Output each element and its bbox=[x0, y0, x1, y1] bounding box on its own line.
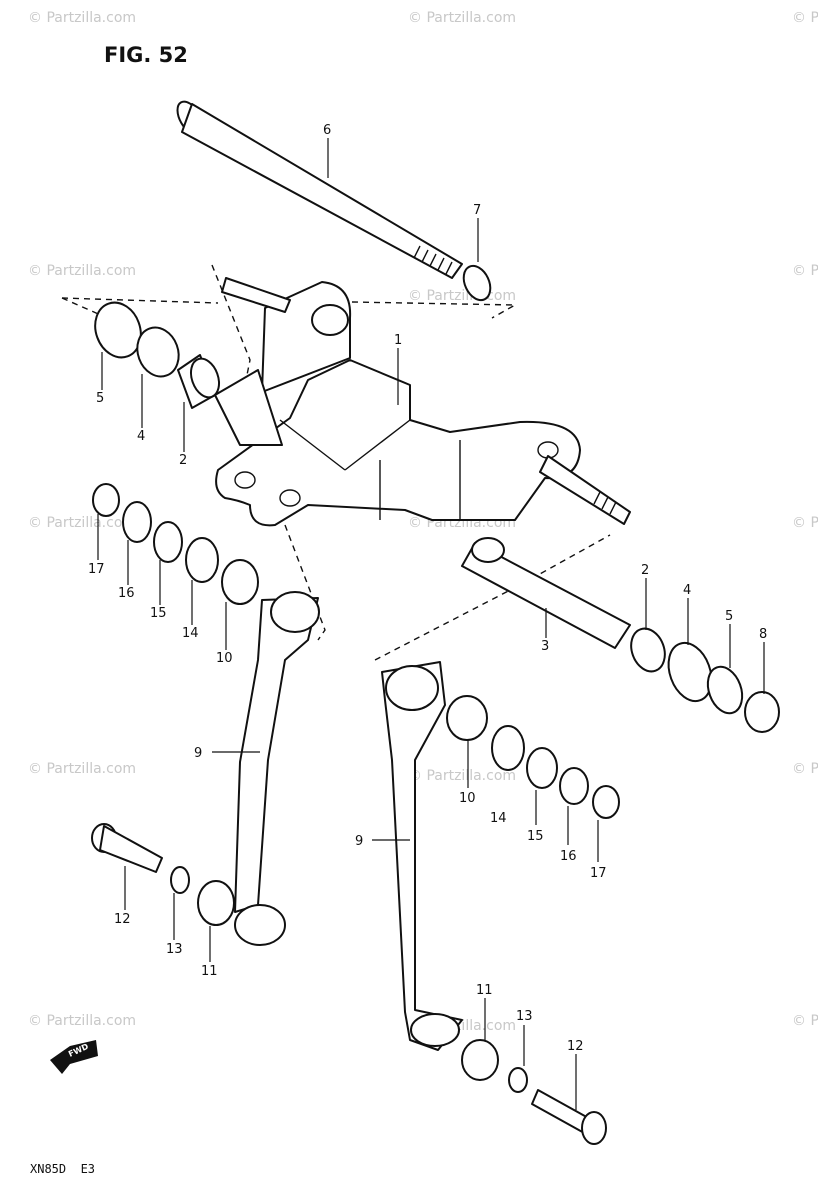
callout-10-right: 10 bbox=[459, 791, 476, 806]
part-7-washer bbox=[462, 264, 492, 302]
watermark-text: © Partzilla.com bbox=[28, 761, 136, 777]
forward-arrow-icon: FWD bbox=[50, 1040, 98, 1074]
watermark-text: © Partzilla.com bbox=[28, 1013, 136, 1029]
part-9-cushion-rod-right bbox=[381, 661, 463, 1051]
part-13-washer-right bbox=[508, 1067, 528, 1093]
watermark-text: © Partzilla.com bbox=[792, 761, 818, 777]
callout-15-left: 15 bbox=[150, 606, 167, 621]
part-17-nut-left bbox=[92, 483, 120, 517]
callout-14-left: 14 bbox=[182, 626, 199, 641]
callout-4-right: 4 bbox=[683, 583, 691, 598]
part-5-washer-left bbox=[94, 301, 142, 359]
part-11-collar-left bbox=[197, 880, 235, 926]
part-12-bolt-left bbox=[91, 823, 163, 873]
callout-8: 8 bbox=[759, 627, 767, 642]
part-13-washer-left bbox=[170, 866, 190, 894]
callout-3: 3 bbox=[541, 639, 549, 654]
part-9-cushion-rod-left bbox=[234, 591, 320, 946]
leader-lines bbox=[97, 138, 765, 1110]
part-11-collar-right bbox=[461, 1039, 499, 1081]
callout-12-right: 12 bbox=[567, 1039, 584, 1054]
callout-2-right: 2 bbox=[641, 563, 649, 578]
callout-15-right: 15 bbox=[527, 829, 544, 844]
callout-13-right: 13 bbox=[516, 1009, 533, 1024]
part-1-cushion-lever bbox=[214, 277, 631, 527]
callout-17-left: 17 bbox=[88, 562, 105, 577]
part-8-nut bbox=[744, 691, 780, 733]
part-14-seal-left bbox=[185, 537, 219, 583]
part-17-nut-right bbox=[592, 785, 620, 819]
callout-labels: 6 7 1 5 4 2 3 2 4 5 8 17 16 15 14 10 9 9… bbox=[88, 123, 767, 1054]
watermark-text: © Partzilla.com bbox=[28, 263, 136, 279]
watermark-text: © Partzilla.com bbox=[28, 10, 136, 26]
part-14-seal-right bbox=[491, 725, 525, 771]
part-15-washer-left bbox=[153, 521, 183, 563]
callout-16-left: 16 bbox=[118, 586, 135, 601]
watermark-text: © Partzilla.com bbox=[408, 288, 516, 304]
part-10-bushing-left bbox=[221, 559, 259, 605]
callout-11-right: 11 bbox=[476, 983, 493, 998]
callout-5-left: 5 bbox=[96, 391, 104, 406]
part-5-washer-right bbox=[706, 665, 744, 715]
callout-5-right: 5 bbox=[725, 609, 733, 624]
callout-12-left: 12 bbox=[114, 912, 131, 927]
callout-4-left: 4 bbox=[137, 429, 145, 444]
figure-footer: XN85D E3 bbox=[30, 1162, 95, 1176]
watermark-text: © Partzilla.com bbox=[792, 1013, 818, 1029]
callout-17-right: 17 bbox=[590, 866, 607, 881]
callout-1: 1 bbox=[394, 333, 402, 348]
part-16-washer-right bbox=[559, 767, 589, 805]
part-4-seal-left bbox=[136, 326, 180, 378]
callout-11-left: 11 bbox=[201, 964, 218, 979]
part-15-washer-right bbox=[526, 747, 558, 789]
part-6-long-bolt bbox=[176, 100, 463, 279]
watermark-text: © Partzilla.com bbox=[28, 515, 136, 531]
callout-7: 7 bbox=[473, 203, 481, 218]
part-12-bolt-right bbox=[531, 1089, 607, 1145]
part-2-bearing-right bbox=[630, 627, 666, 673]
callout-14-right: 14 bbox=[490, 811, 507, 826]
callout-13-left: 13 bbox=[166, 942, 183, 957]
callout-9-left: 9 bbox=[194, 746, 202, 761]
part-3-spacer-shaft bbox=[461, 537, 631, 649]
watermark-text: © Partzilla.com bbox=[792, 10, 818, 26]
callout-16-right: 16 bbox=[560, 849, 577, 864]
watermark-text: © Partzilla.com bbox=[792, 263, 818, 279]
callout-2-left: 2 bbox=[179, 453, 187, 468]
callout-9-right: 9 bbox=[355, 834, 363, 849]
callout-10-left: 10 bbox=[216, 651, 233, 666]
part-4-seal-right bbox=[667, 641, 713, 703]
watermark-text: © Partzilla.com bbox=[408, 10, 516, 26]
callout-6: 6 bbox=[323, 123, 331, 138]
part-2-bearing-left bbox=[177, 354, 221, 409]
part-10-bushing-right bbox=[446, 695, 488, 741]
watermark-text: © Partzilla.com bbox=[792, 515, 818, 531]
figure-title: FIG. 52 bbox=[104, 43, 188, 67]
watermark-text: © Partzilla.com bbox=[408, 768, 516, 784]
part-16-washer-left bbox=[122, 501, 152, 543]
